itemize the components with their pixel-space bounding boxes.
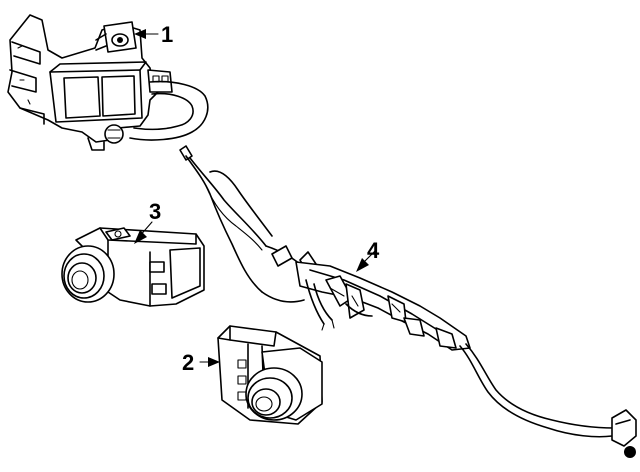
callout-4: 4 [367,238,380,263]
callout-3: 3 [149,199,161,224]
part-2-parking-sensor [199,325,323,425]
callout-2: 2 [182,350,194,375]
part-3-parking-sensor [61,221,205,307]
callout-1: 1 [161,22,173,47]
part-4-wiring-harness [179,145,637,458]
part-1-bracket-assembly [7,14,209,151]
